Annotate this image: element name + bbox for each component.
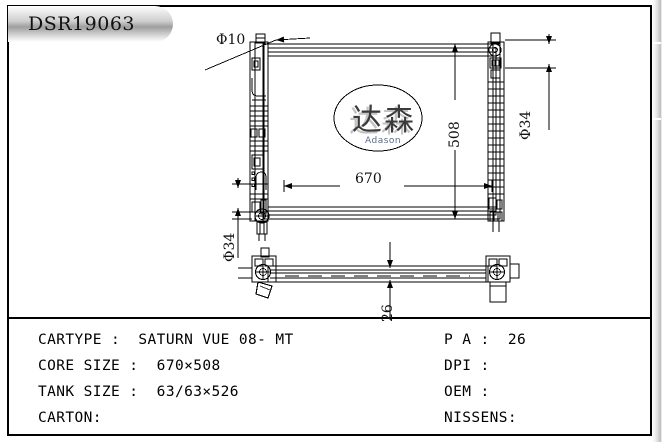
logo-characters-shadow: 达森 [349, 105, 413, 140]
spec-nissens: NISSENS: [444, 410, 518, 426]
spec-carton: CARTON: [38, 410, 102, 426]
dimension-core-depth: 26 [380, 304, 396, 322]
scrollbar-nick [653, 42, 661, 44]
title-banner [8, 6, 173, 42]
dimension-dia-left-port: Φ34 [222, 232, 238, 262]
scrollbar-nick [653, 118, 661, 120]
dimension-core-width: 670 [355, 171, 382, 187]
spec-pa: P A : 26 [444, 332, 527, 348]
spec-core-size: CORE SIZE : 670×508 [38, 358, 221, 374]
logo-brand-name: Adason [365, 136, 402, 146]
dimension-dia-inlet: Φ10 [216, 32, 246, 48]
logo-characters: 达森 [352, 103, 416, 138]
spec-cartype: CARTYPE : SATURN VUE 08- MT [38, 332, 294, 348]
part-number-label: DSR19063 [28, 13, 135, 35]
vertical-scrollbar[interactable] [652, 0, 662, 442]
dimension-dia-right-port: Φ34 [518, 110, 534, 140]
spec-oem: OEM : [444, 384, 490, 400]
dimension-core-height: 508 [447, 121, 463, 148]
spec-dpi: DPI : [444, 358, 490, 374]
spec-tank-size: TANK SIZE : 63/63×526 [38, 384, 239, 400]
